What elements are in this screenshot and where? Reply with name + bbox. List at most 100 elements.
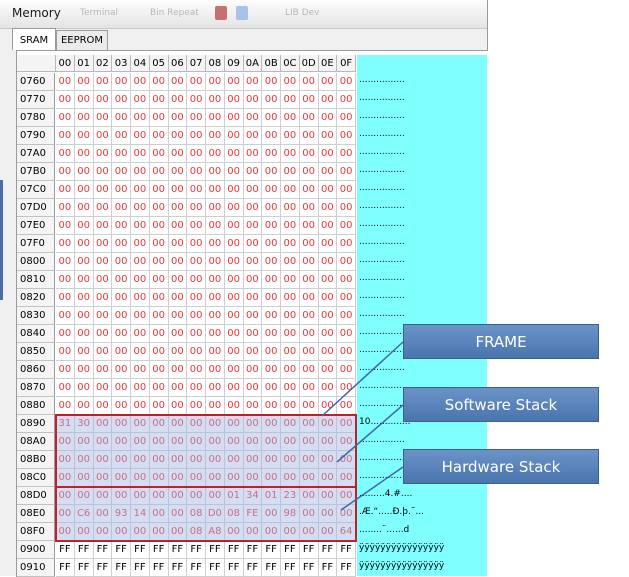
byte-cell[interactable]: 00 xyxy=(262,271,281,289)
byte-cell[interactable]: 00 xyxy=(224,361,244,379)
byte-cell[interactable]: 00 xyxy=(187,343,206,361)
byte-cell[interactable]: 00 xyxy=(131,487,150,505)
byte-cell[interactable]: 00 xyxy=(318,145,338,163)
byte-cell[interactable]: 00 xyxy=(281,127,300,145)
tab-eeprom[interactable]: EEPROM xyxy=(56,30,108,50)
byte-cell[interactable]: 00 xyxy=(337,271,356,289)
byte-cell[interactable]: 00 xyxy=(131,379,150,397)
byte-cell[interactable]: 00 xyxy=(206,487,225,505)
byte-cell[interactable]: 00 xyxy=(168,451,188,469)
byte-cell[interactable]: 00 xyxy=(337,361,356,379)
byte-cell[interactable]: 00 xyxy=(318,289,338,307)
byte-cell[interactable]: 00 xyxy=(187,325,206,343)
byte-cell[interactable]: 00 xyxy=(93,361,113,379)
byte-cell[interactable]: 00 xyxy=(93,235,113,253)
byte-cell[interactable]: 00 xyxy=(187,379,206,397)
byte-cell[interactable]: 00 xyxy=(112,235,131,253)
byte-cell[interactable]: 00 xyxy=(206,217,225,235)
byte-cell[interactable]: 00 xyxy=(206,379,225,397)
byte-cell[interactable]: FF xyxy=(337,541,356,559)
byte-cell[interactable]: 00 xyxy=(318,163,338,181)
byte-cell[interactable]: 00 xyxy=(187,217,206,235)
byte-cell[interactable]: 00 xyxy=(318,217,338,235)
byte-cell[interactable]: 00 xyxy=(299,433,319,451)
byte-cell[interactable]: 00 xyxy=(149,307,169,325)
byte-cell[interactable]: FF xyxy=(262,541,281,559)
byte-cell[interactable]: 00 xyxy=(149,271,169,289)
byte-cell[interactable]: 00 xyxy=(281,199,300,217)
byte-cell[interactable]: 00 xyxy=(112,361,131,379)
tab-sram[interactable]: SRAM xyxy=(12,28,56,50)
byte-cell[interactable]: 00 xyxy=(337,163,356,181)
byte-cell[interactable]: 00 xyxy=(149,505,169,523)
byte-cell[interactable]: 00 xyxy=(224,181,244,199)
byte-cell[interactable]: C6 xyxy=(74,505,94,523)
byte-cell[interactable]: 00 xyxy=(206,91,225,109)
byte-cell[interactable]: 00 xyxy=(168,253,188,271)
byte-cell[interactable]: 00 xyxy=(149,433,169,451)
byte-cell[interactable]: 00 xyxy=(93,109,113,127)
byte-cell[interactable]: 00 xyxy=(168,271,188,289)
byte-cell[interactable]: 00 xyxy=(131,235,150,253)
byte-cell[interactable]: 00 xyxy=(93,91,113,109)
byte-cell[interactable]: 00 xyxy=(262,91,281,109)
byte-cell[interactable]: 00 xyxy=(281,253,300,271)
byte-cell[interactable]: 00 xyxy=(299,415,319,433)
byte-cell[interactable]: 00 xyxy=(299,127,319,145)
byte-cell[interactable]: 00 xyxy=(299,451,319,469)
byte-cell[interactable]: 00 xyxy=(224,289,244,307)
byte-cell[interactable]: 00 xyxy=(224,73,244,91)
byte-cell[interactable]: 00 xyxy=(318,181,338,199)
byte-cell[interactable]: 00 xyxy=(131,451,150,469)
byte-cell[interactable]: 00 xyxy=(243,325,263,343)
byte-cell[interactable]: FF xyxy=(187,541,206,559)
byte-cell[interactable]: 00 xyxy=(149,109,169,127)
byte-cell[interactable]: 08 xyxy=(187,505,206,523)
byte-cell[interactable]: 00 xyxy=(112,307,131,325)
byte-cell[interactable]: 00 xyxy=(131,73,150,91)
byte-cell[interactable]: 00 xyxy=(93,451,113,469)
byte-cell[interactable]: 00 xyxy=(281,379,300,397)
byte-cell[interactable]: 00 xyxy=(243,379,263,397)
byte-cell[interactable]: 00 xyxy=(243,235,263,253)
byte-cell[interactable]: 00 xyxy=(56,127,75,145)
byte-cell[interactable]: 00 xyxy=(337,235,356,253)
byte-cell[interactable]: 00 xyxy=(168,73,188,91)
byte-cell[interactable]: 00 xyxy=(262,307,281,325)
byte-cell[interactable]: 00 xyxy=(149,289,169,307)
byte-cell[interactable]: 00 xyxy=(262,235,281,253)
byte-cell[interactable]: 00 xyxy=(337,73,356,91)
byte-cell[interactable]: 00 xyxy=(112,325,131,343)
byte-cell[interactable]: 00 xyxy=(93,379,113,397)
byte-cell[interactable]: 00 xyxy=(112,109,131,127)
byte-cell[interactable]: 00 xyxy=(206,415,225,433)
byte-cell[interactable]: 00 xyxy=(131,199,150,217)
byte-cell[interactable]: 00 xyxy=(299,379,319,397)
byte-cell[interactable]: 00 xyxy=(131,163,150,181)
byte-cell[interactable]: 00 xyxy=(74,379,94,397)
byte-cell[interactable]: 00 xyxy=(112,181,131,199)
byte-cell[interactable]: 00 xyxy=(262,289,281,307)
byte-cell[interactable]: 00 xyxy=(149,217,169,235)
byte-cell[interactable]: 00 xyxy=(318,343,338,361)
byte-cell[interactable]: 00 xyxy=(112,433,131,451)
byte-cell[interactable]: 93 xyxy=(112,505,131,523)
byte-cell[interactable]: 00 xyxy=(149,343,169,361)
byte-cell[interactable]: 00 xyxy=(112,253,131,271)
byte-cell[interactable]: 00 xyxy=(187,271,206,289)
byte-cell[interactable]: 00 xyxy=(93,145,113,163)
byte-cell[interactable]: 00 xyxy=(243,253,263,271)
byte-cell[interactable]: 00 xyxy=(262,73,281,91)
byte-cell[interactable]: 31 xyxy=(56,415,75,433)
byte-cell[interactable]: 00 xyxy=(56,73,75,91)
byte-cell[interactable]: 00 xyxy=(187,289,206,307)
byte-cell[interactable]: 00 xyxy=(131,109,150,127)
byte-cell[interactable]: 98 xyxy=(281,505,300,523)
byte-cell[interactable]: 00 xyxy=(112,91,131,109)
byte-cell[interactable]: 00 xyxy=(243,199,263,217)
byte-cell[interactable]: 00 xyxy=(131,415,150,433)
byte-cell[interactable]: 00 xyxy=(112,145,131,163)
byte-cell[interactable]: 00 xyxy=(337,379,356,397)
byte-cell[interactable]: 00 xyxy=(243,163,263,181)
byte-cell[interactable]: 00 xyxy=(243,73,263,91)
